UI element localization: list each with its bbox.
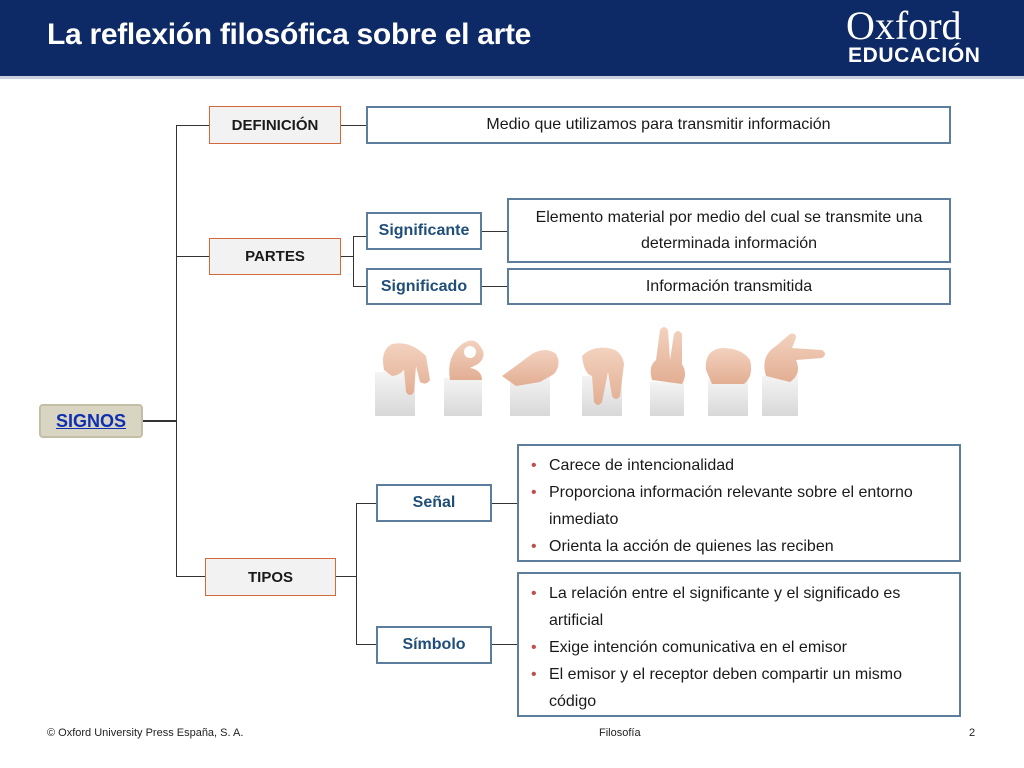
hand-icon [375, 343, 430, 416]
connector [176, 576, 205, 577]
list-item: Carece de intencionalidad [529, 452, 949, 479]
senal-list-box: Carece de intencionalidad Proporciona in… [517, 444, 961, 562]
root-label: SIGNOS [55, 410, 126, 431]
significante-text-box: Elemento material por medio del cual se … [507, 198, 951, 263]
sub-simbolo: Símbolo [376, 626, 492, 664]
connector [356, 644, 376, 645]
root-signos-button[interactable]: SIGNOS [39, 404, 143, 438]
sub-label: Símbolo [402, 636, 466, 653]
significado-text: Información transmitida [645, 277, 813, 295]
definicion-text-box: Medio que utilizamos para transmitir inf… [366, 106, 951, 144]
connector [353, 286, 366, 287]
sub-label: Señal [412, 494, 456, 511]
oxford-logo-subword: EDUCACIÓN [848, 44, 981, 67]
category-label: DEFINICIÓN [231, 116, 319, 134]
hand-icon [650, 327, 685, 416]
list-item: Exige intención comunicativa en el emiso… [529, 634, 949, 661]
footer-copyright: © Oxford University Press España, S. A. [47, 727, 244, 739]
connector [336, 576, 356, 577]
connector [176, 421, 177, 577]
hand-icon [705, 348, 752, 416]
sub-significado: Significado [366, 268, 482, 305]
definicion-text: Medio que utilizamos para transmitir inf… [486, 116, 831, 133]
list-item: El emisor y el receptor deben compartir … [529, 661, 949, 715]
connector [491, 644, 517, 645]
connector [481, 286, 507, 287]
list-item: Proporciona información relevante sobre … [529, 479, 949, 533]
sub-label: Significado [380, 277, 468, 295]
hand-icon [762, 333, 825, 416]
header-bar [0, 0, 1024, 76]
senal-list: Carece de intencionalidad Proporciona in… [529, 452, 949, 560]
category-tipos: TIPOS [205, 558, 336, 596]
connector [340, 125, 367, 126]
sub-label: Significante [378, 222, 470, 239]
connector [353, 236, 366, 237]
simbolo-list-box: La relación entre el significante y el s… [517, 572, 961, 717]
hand-icon [444, 340, 484, 416]
connector [176, 125, 177, 421]
connector [143, 420, 176, 421]
connector [176, 125, 209, 126]
sub-significante: Significante [366, 212, 482, 250]
significado-text-box: Información transmitida [507, 268, 951, 305]
header-shadow [0, 76, 1024, 79]
hand-icon [582, 347, 624, 416]
connector [491, 503, 517, 504]
list-item: Orienta la acción de quienes las reciben [529, 533, 949, 560]
connector [356, 503, 357, 645]
connector [143, 421, 176, 422]
connector [176, 256, 209, 257]
oxford-logo-word: Oxford [846, 3, 962, 48]
slide-title: La reflexión filosófica sobre el arte [47, 18, 532, 51]
connector [340, 256, 353, 257]
sign-language-hands-image [375, 327, 825, 416]
connector [356, 503, 376, 504]
footer-page-number: 2 [969, 727, 976, 739]
significante-text: Elemento material por medio del cual se … [535, 208, 923, 252]
list-item: La relación entre el significante y el s… [529, 580, 949, 634]
category-label: TIPOS [247, 568, 293, 586]
category-definicion: DEFINICIÓN [209, 106, 341, 144]
category-label: PARTES [245, 248, 305, 265]
connector [481, 231, 507, 232]
footer-subject: Filosofía [599, 727, 641, 739]
category-partes: PARTES [209, 238, 341, 275]
simbolo-list: La relación entre el significante y el s… [529, 580, 949, 715]
sub-senal: Señal [376, 484, 492, 522]
hand-icon [502, 350, 559, 416]
connector [353, 236, 354, 287]
